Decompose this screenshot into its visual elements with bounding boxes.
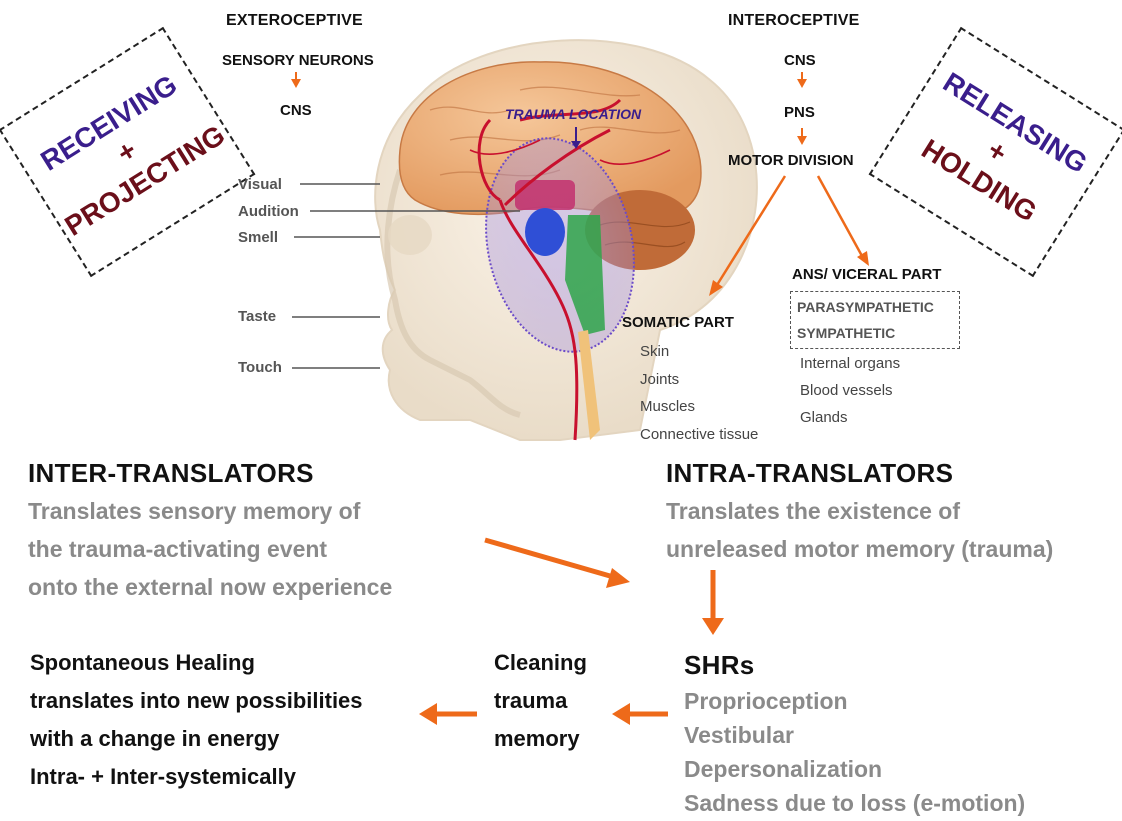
trauma-location-label: TRAUMA LOCATION	[505, 106, 641, 122]
sense-touch: Touch	[238, 359, 282, 376]
cleaning-line-1: Cleaning	[494, 644, 587, 682]
ans-part-title: ANS/ VICERAL PART	[792, 266, 941, 283]
pns-label: PNS	[784, 104, 815, 121]
somatic-item-joints: Joints	[640, 371, 679, 388]
intra-line-2: unreleased motor memory (trauma)	[666, 530, 1053, 568]
shr-depersonalization: Depersonalization	[684, 752, 1025, 786]
sense-taste: Taste	[238, 308, 276, 325]
parasympathetic-label: PARASYMPATHETIC	[797, 294, 953, 320]
somatic-part-title: SOMATIC PART	[622, 314, 734, 331]
cleaning-trauma-memory: Cleaning trauma memory	[494, 644, 587, 758]
interoceptive-cns-label: CNS	[784, 52, 816, 69]
healing-line-1: Spontaneous Healing	[30, 644, 363, 682]
shr-proprioception: Proprioception	[684, 684, 1025, 718]
somatic-item-connective-tissue: Connective tissue	[640, 426, 758, 443]
exteroceptive-title: EXTEROCEPTIVE	[226, 12, 363, 30]
inter-line-2: the trauma-activating event	[28, 530, 392, 568]
inter-line-1: Translates sensory memory of	[28, 492, 392, 530]
healing-line-3: with a change in energy	[30, 720, 363, 758]
intra-translators-title: INTRA-TRANSLATORS	[666, 458, 953, 489]
sense-audition: Audition	[238, 203, 299, 220]
interoceptive-title: INTEROCEPTIVE	[728, 12, 860, 30]
inter-translators-title: INTER-TRANSLATORS	[28, 458, 314, 489]
exteroceptive-cns-label: CNS	[280, 102, 312, 119]
sensory-neurons-label: SENSORY NEURONS	[222, 52, 374, 69]
healing-line-2: translates into new possibilities	[30, 682, 363, 720]
motor-division-label: MOTOR DIVISION	[728, 152, 854, 169]
ans-item-internal-organs: Internal organs	[800, 355, 900, 372]
healing-line-4: Intra- + Inter-systemically	[30, 758, 363, 796]
shrs-list: Proprioception Vestibular Depersonalizat…	[684, 684, 1025, 820]
cleaning-line-2: trauma	[494, 682, 587, 720]
sense-smell: Smell	[238, 229, 278, 246]
intra-translators-description: Translates the existence of unreleased m…	[666, 492, 1053, 568]
intra-line-1: Translates the existence of	[666, 492, 1053, 530]
cleaning-line-3: memory	[494, 720, 587, 758]
ans-item-blood-vessels: Blood vessels	[800, 382, 893, 399]
spontaneous-healing: Spontaneous Healing translates into new …	[30, 644, 363, 796]
ans-divisions-box: PARASYMPATHETIC SYMPATHETIC	[790, 291, 960, 349]
sympathetic-label: SYMPATHETIC	[797, 320, 953, 346]
eye-socket	[388, 215, 432, 255]
limbic-blue	[525, 208, 565, 256]
shr-sadness: Sadness due to loss (e-motion)	[684, 786, 1025, 820]
shr-vestibular: Vestibular	[684, 718, 1025, 752]
inter-translators-description: Translates sensory memory of the trauma-…	[28, 492, 392, 606]
limbic-magenta	[515, 180, 575, 210]
shrs-title: SHRs	[684, 650, 755, 681]
ans-item-glands: Glands	[800, 409, 848, 426]
somatic-item-skin: Skin	[640, 343, 669, 360]
somatic-item-muscles: Muscles	[640, 398, 695, 415]
sense-visual: Visual	[238, 176, 282, 193]
inter-line-3: onto the external now experience	[28, 568, 392, 606]
